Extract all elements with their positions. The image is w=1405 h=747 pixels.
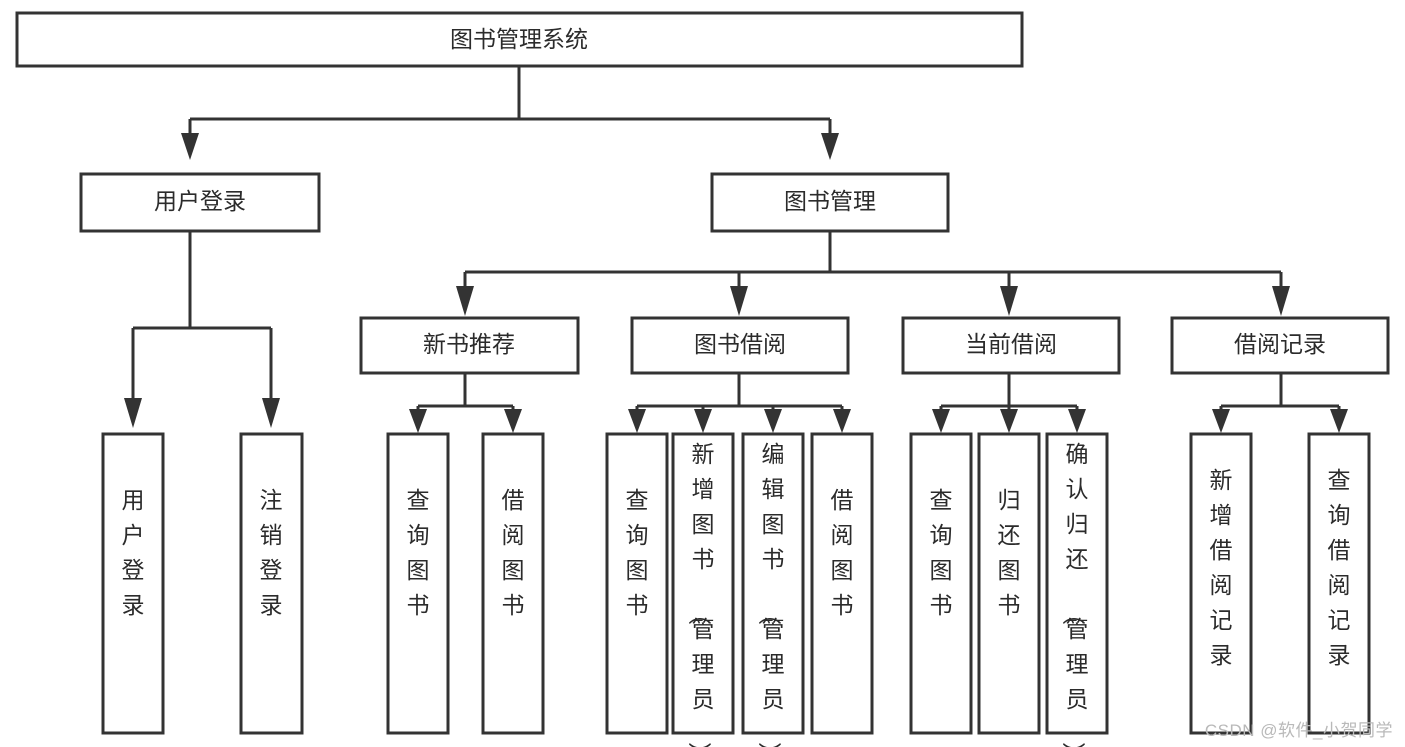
leaf-edit-book-box[interactable] xyxy=(741,432,805,735)
connector-group-user-login xyxy=(124,231,280,428)
arrow-to-leaf-query-book-2 xyxy=(628,409,646,433)
node-book-borrow-box[interactable] xyxy=(630,316,850,375)
leaf-query-book-1-box[interactable] xyxy=(386,432,450,735)
node-root[interactable]: 图书管理系统 xyxy=(15,11,1024,68)
leaf-return-book-box[interactable] xyxy=(977,432,1041,735)
arrow-to-leaf-query-record xyxy=(1330,409,1348,433)
node-book-manage-label: 图书管理 xyxy=(784,188,876,214)
node-book-borrow-label: 图书借阅 xyxy=(694,331,786,357)
arrow-to-book-manage xyxy=(821,133,839,160)
connector-group-root xyxy=(181,66,839,160)
connector-group-book-manage xyxy=(456,231,1290,316)
connector-group-new-book-recommend xyxy=(409,373,522,433)
leaf-confirm-return-box[interactable] xyxy=(1045,432,1109,735)
node-current-borrow-label: 当前借阅 xyxy=(965,331,1057,357)
node-new-book-recommend-box[interactable] xyxy=(359,316,580,375)
leaf-add-book[interactable]: 新增图书（管理员） xyxy=(671,432,735,747)
leaf-query-record-label: 查询借阅记录 xyxy=(1328,467,1351,668)
leaf-confirm-return[interactable]: 确认归还（管理员） xyxy=(1045,432,1109,747)
node-root-box[interactable] xyxy=(15,11,1024,68)
node-book-manage-box[interactable] xyxy=(710,172,950,233)
arrow-to-current-borrow xyxy=(1000,286,1018,316)
leaf-user-login-box[interactable] xyxy=(101,432,165,735)
arrow-to-leaf-borrow-book-1 xyxy=(504,409,522,433)
leaf-user-login[interactable]: 用户登录 xyxy=(101,432,165,735)
leaf-return-book[interactable]: 归还图书 xyxy=(977,432,1041,735)
leaf-query-book-2-label: 查询图书 xyxy=(626,487,649,618)
node-borrow-record[interactable]: 借阅记录 xyxy=(1170,316,1390,375)
leaf-borrow-book-2-box[interactable] xyxy=(810,432,874,735)
node-current-borrow-box[interactable] xyxy=(901,316,1121,375)
arrow-to-user-login xyxy=(181,133,199,160)
arrow-to-leaf-edit-book xyxy=(764,409,782,433)
leaf-add-record-box[interactable] xyxy=(1189,432,1253,735)
arrow-to-book-borrow xyxy=(730,286,748,316)
arrow-to-leaf-logout xyxy=(262,398,280,428)
node-root-label: 图书管理系统 xyxy=(450,26,588,52)
node-borrow-record-box[interactable] xyxy=(1170,316,1390,375)
leaf-borrow-book-2-label: 借阅图书 xyxy=(831,487,854,618)
node-book-manage[interactable]: 图书管理 xyxy=(710,172,950,233)
leaf-borrow-book-1-label: 借阅图书 xyxy=(502,487,525,618)
connector-group-current-borrow xyxy=(932,373,1086,433)
node-user-login-label: 用户登录 xyxy=(154,188,246,214)
arrow-to-leaf-query-book-3 xyxy=(932,409,950,433)
arrow-to-borrow-record xyxy=(1272,286,1290,316)
connector-group-book-borrow xyxy=(628,373,851,433)
arrow-to-leaf-confirm-return xyxy=(1068,409,1086,433)
leaf-query-record[interactable]: 查询借阅记录 xyxy=(1307,432,1371,735)
leaf-query-book-1[interactable]: 查询图书 xyxy=(386,432,450,735)
arrow-to-leaf-add-book xyxy=(694,409,712,433)
leaf-edit-book[interactable]: 编辑图书（管理员） xyxy=(741,432,805,747)
leaf-query-book-2[interactable]: 查询图书 xyxy=(605,432,669,735)
leaf-query-book-2-box[interactable] xyxy=(605,432,669,735)
leaf-borrow-book-1-box[interactable] xyxy=(481,432,545,735)
node-new-book-recommend-label: 新书推荐 xyxy=(423,331,515,357)
leaf-borrow-book-2[interactable]: 借阅图书 xyxy=(810,432,874,735)
leaf-user-login-label: 用户登录 xyxy=(122,487,145,618)
node-borrow-record-label: 借阅记录 xyxy=(1234,331,1326,357)
leaf-add-book-box[interactable] xyxy=(671,432,735,735)
node-user-login-box[interactable] xyxy=(79,172,321,233)
leaf-confirm-return-label: 确认归还（管理员） xyxy=(1061,441,1089,747)
node-new-book-recommend[interactable]: 新书推荐 xyxy=(359,316,580,375)
leaf-query-record-box[interactable] xyxy=(1307,432,1371,735)
connector-group-borrow-record xyxy=(1212,373,1348,433)
node-user-login[interactable]: 用户登录 xyxy=(79,172,321,233)
node-book-borrow[interactable]: 图书借阅 xyxy=(630,316,850,375)
leaf-logout-box[interactable] xyxy=(239,432,304,735)
arrow-to-leaf-add-record xyxy=(1212,409,1230,433)
leaf-logout[interactable]: 注销登录 xyxy=(239,432,304,735)
leaf-return-book-label: 归还图书 xyxy=(998,487,1021,618)
arrow-to-leaf-return-book xyxy=(1000,409,1018,433)
leaf-add-record[interactable]: 新增借阅记录 xyxy=(1189,432,1253,735)
leaf-edit-book-label: 编辑图书（管理员） xyxy=(757,441,785,747)
leaf-query-book-3[interactable]: 查询图书 xyxy=(909,432,973,735)
leaf-query-book-3-box[interactable] xyxy=(909,432,973,735)
arrow-to-leaf-user-login xyxy=(124,398,142,428)
node-current-borrow[interactable]: 当前借阅 xyxy=(901,316,1121,375)
leaf-add-book-label: 新增图书（管理员） xyxy=(687,441,715,747)
leaf-query-book-3-label: 查询图书 xyxy=(930,487,953,618)
leaf-borrow-book-1[interactable]: 借阅图书 xyxy=(481,432,545,735)
arrow-to-leaf-query-book-1 xyxy=(409,409,427,433)
leaf-query-book-1-label: 查询图书 xyxy=(407,487,430,618)
leaf-add-record-label: 新增借阅记录 xyxy=(1210,467,1233,668)
arrow-to-new-book-recommend xyxy=(456,286,474,316)
leaf-logout-label: 注销登录 xyxy=(260,487,283,618)
arrow-to-leaf-borrow-book-2 xyxy=(833,409,851,433)
